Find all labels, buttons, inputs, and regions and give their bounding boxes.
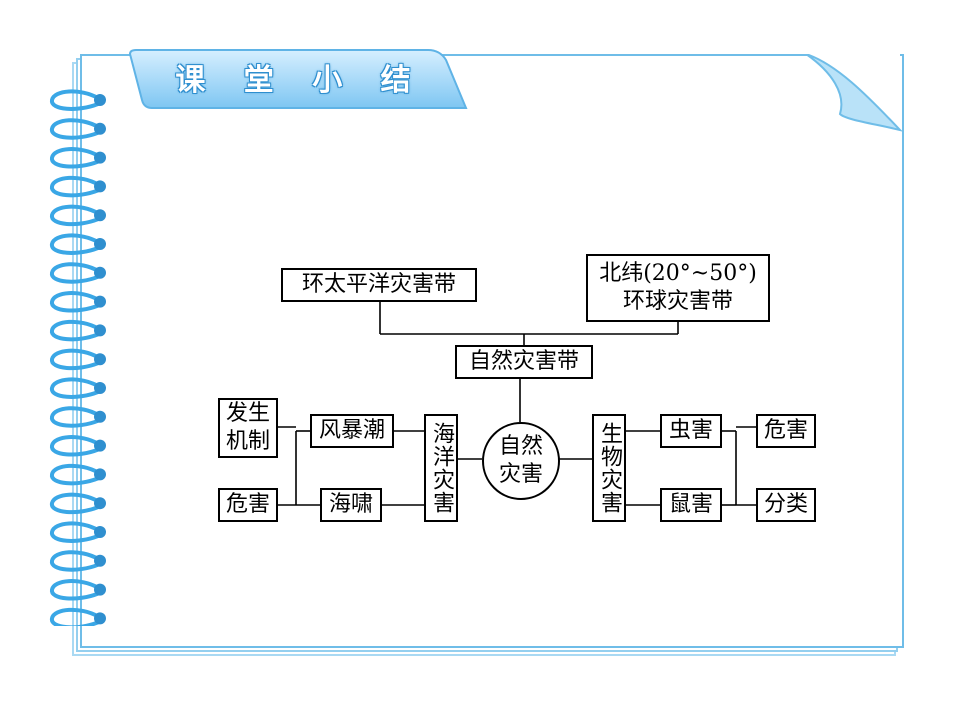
spiral-ring (50, 204, 106, 227)
spiral-ring (50, 406, 106, 428)
spiral-ring (50, 550, 106, 572)
spiral-ring (50, 435, 106, 457)
spiral-ring (50, 521, 106, 543)
spiral-ring (50, 579, 106, 601)
right-harm-box: 危害 (756, 414, 816, 448)
hub-line-2: 灾害 (498, 462, 543, 487)
spiral-ring (50, 233, 106, 255)
page-title: 课 堂 小 结 (175, 63, 425, 98)
mechanism-line-2: 机制 (225, 429, 270, 454)
ocean-hazard-box: 海洋灾害 (424, 414, 458, 522)
mechanism-box: 发生 机制 (218, 398, 278, 458)
natural-hazard-belt-box: 自然灾害带 (455, 345, 593, 379)
insect-pest-box: 虫害 (660, 414, 722, 448)
spiral-ring (50, 463, 106, 486)
spiral-ring (50, 89, 106, 111)
rodent-pest-box: 鼠害 (660, 488, 722, 522)
spiral-ring (50, 492, 106, 515)
spiral-ring (50, 319, 106, 342)
spiral-binding (50, 89, 106, 626)
latitude-range-label: 北纬(20°~50°) (599, 261, 757, 286)
page-curl (806, 54, 902, 132)
global-belt-label: 环球灾害带 (622, 289, 733, 314)
classification-box: 分类 (756, 488, 816, 522)
spiral-ring (50, 175, 106, 198)
title-tab (128, 49, 468, 109)
spiral-ring (50, 348, 106, 371)
spiral-ring (50, 377, 106, 399)
bio-hazard-box: 生物灾害 (592, 414, 626, 522)
spiral-ring (50, 118, 106, 140)
spiral-ring (50, 607, 106, 626)
tsunami-box: 海啸 (320, 488, 382, 522)
north-latitude-hazard-belt-box: 北纬(20°~50°) 环球灾害带 (586, 254, 770, 322)
pacific-hazard-belt-box: 环太平洋灾害带 (281, 268, 477, 302)
spiral-ring (50, 262, 106, 284)
natural-hazard-hub: 自然 灾害 (482, 422, 560, 500)
left-harm-box: 危害 (218, 488, 278, 522)
spiral-ring (50, 147, 106, 169)
hub-line-1: 自然 (498, 434, 543, 459)
spiral-ring (50, 291, 106, 313)
storm-surge-box: 风暴潮 (310, 414, 394, 448)
mechanism-line-1: 发生 (225, 401, 270, 426)
